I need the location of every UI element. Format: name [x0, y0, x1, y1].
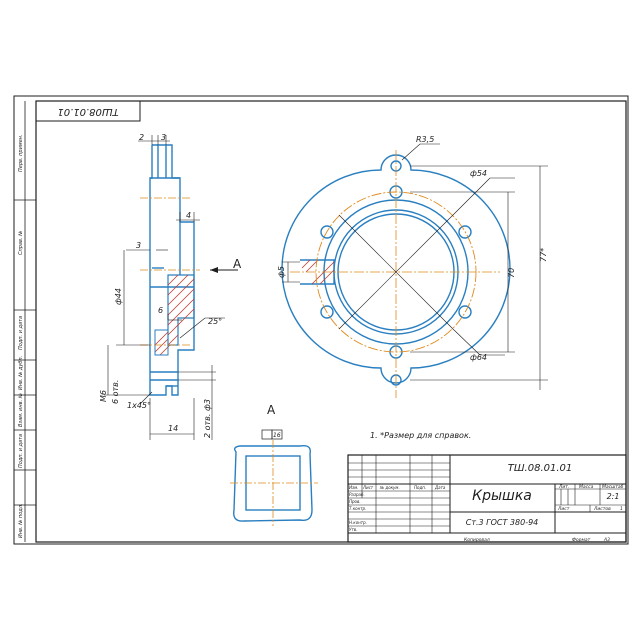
dim-3b: 3 [136, 241, 141, 250]
dim-d5: ф5 [277, 266, 286, 278]
view-a: А 16 [230, 403, 318, 526]
tb-material: Ст.3 ГОСТ 380-94 [466, 518, 539, 527]
dim-77: 77* [539, 248, 548, 262]
stamp-inv-podl: Инв. № подл. [18, 504, 24, 539]
tb-sheet-label: Лист [557, 506, 570, 512]
tb-scale-value: 2:1 [607, 492, 620, 501]
tb-code: ТШ.08.01.01 [508, 463, 573, 474]
tb-row-razrab: Разраб. [349, 492, 365, 497]
stamp-podp-data-1: Подп. и дата [18, 316, 24, 350]
stamp-sprav-no: Справ. № [18, 231, 24, 255]
dim-2: 2 [139, 133, 144, 142]
side-stamp [14, 101, 36, 542]
dim-d64: ф64 [470, 353, 487, 362]
view-label-a: А [233, 257, 242, 271]
flatness-value: 16 [273, 432, 281, 439]
tb-col-date: Дата [434, 485, 446, 490]
note-for-reference: 1. *Размер для справок. [370, 431, 471, 440]
tb-copied-label: Копировал [464, 537, 490, 543]
tb-col-doc: № докум. [379, 485, 400, 490]
tb-row-nkontr: Н.контр. [349, 520, 367, 525]
outer-frame [13, 95, 629, 545]
view-a-label: А [267, 403, 276, 417]
tb-row-prov: Пров. [349, 499, 361, 504]
tb-sheets-count: 1 [620, 506, 623, 512]
dim-70: 70 [507, 268, 516, 278]
tb-sheets-label: Листов [593, 506, 611, 512]
side-view [104, 135, 238, 440]
title-block [347, 454, 627, 543]
dim-d54: ф54 [470, 169, 487, 178]
tb-scale-label: Масштаб [602, 484, 624, 490]
tb-mass-label: Масса [579, 484, 594, 490]
stamp-vzam-inv: Взам. инв. № [18, 393, 24, 427]
dim-25deg: 25° [208, 317, 222, 326]
dim-d44: ф44 [114, 288, 123, 305]
tb-lit-label: Лит. [558, 484, 569, 490]
dim-3a: 3 [161, 133, 166, 142]
section-hatch [154, 274, 195, 356]
tb-format-value: A3 [603, 537, 610, 543]
stamp-podp-data-2: Подп. и дата [18, 434, 24, 468]
code-top-mirrored: ТШ08.01.01 [57, 106, 118, 117]
tb-row-tkontr: Т.контр. [349, 506, 366, 511]
front-view [281, 143, 548, 398]
dim-4: 4 [186, 211, 191, 220]
code-box-top [35, 100, 141, 122]
dim-m6: М6 [99, 390, 108, 402]
tb-col-sign: Подп. [414, 485, 426, 490]
stamp-perv-primen: Перв. примен. [18, 134, 24, 172]
stamp-inv-dubl: Инв. № дубл. [18, 356, 24, 390]
inner-frame [35, 100, 627, 543]
tb-title: Крышка [472, 488, 532, 504]
tb-col-list: Лист [362, 485, 374, 490]
tb-col-izm: Изм. [349, 485, 358, 490]
flatness-box [261, 429, 273, 440]
dim-14: 14 [168, 424, 178, 433]
dim-chamfer: 1х45° [127, 401, 151, 410]
tb-row-utv: Утв. [349, 527, 357, 532]
dim-6-holes: 6 отв. [111, 380, 120, 404]
tb-format-label: Формат [572, 537, 591, 543]
dim-r35: R3,5 [416, 135, 434, 144]
dim-2-holes: 2 отв. ф3 [203, 399, 212, 438]
dim-6: 6 [158, 306, 163, 315]
